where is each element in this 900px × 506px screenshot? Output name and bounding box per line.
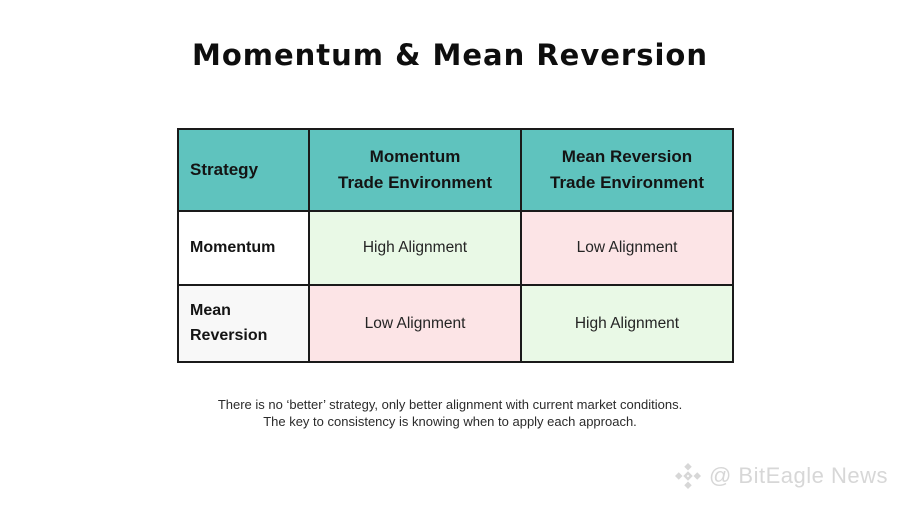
row-label-momentum: Momentum <box>177 210 310 286</box>
cell-mean-reversion-in-mean-reversion-env: High Alignment <box>520 284 734 363</box>
cell-momentum-in-momentum-env: High Alignment <box>308 210 522 286</box>
cell-momentum-in-mean-reversion-env: Low Alignment <box>520 210 734 286</box>
diamond-logo-icon <box>673 461 703 491</box>
table-header-row: Strategy Momentum Trade Environment Mean… <box>177 128 734 212</box>
table-row: Mean Reversion Low Alignment High Alignm… <box>177 284 734 363</box>
alignment-table: Strategy Momentum Trade Environment Mean… <box>177 128 734 363</box>
alignment-table-container: Strategy Momentum Trade Environment Mean… <box>177 128 734 363</box>
column-header-momentum-environment: Momentum Trade Environment <box>308 128 522 212</box>
caption-line-2: The key to consistency is knowing when t… <box>263 414 637 429</box>
row-label-mean-reversion: Mean Reversion <box>177 284 310 363</box>
column-header-strategy: Strategy <box>177 128 310 212</box>
caption: There is no ‘better’ strategy, only bett… <box>0 396 900 430</box>
cell-mean-reversion-in-momentum-env: Low Alignment <box>308 284 522 363</box>
table-row: Momentum High Alignment Low Alignment <box>177 210 734 286</box>
column-header-mean-reversion-environment: Mean Reversion Trade Environment <box>520 128 734 212</box>
watermark-text: @ BitEagle News <box>708 463 888 488</box>
page-title: Momentum & Mean Reversion <box>191 38 708 72</box>
caption-line-1: There is no ‘better’ strategy, only bett… <box>217 397 683 412</box>
watermark: @ BitEagle News <box>673 461 888 491</box>
